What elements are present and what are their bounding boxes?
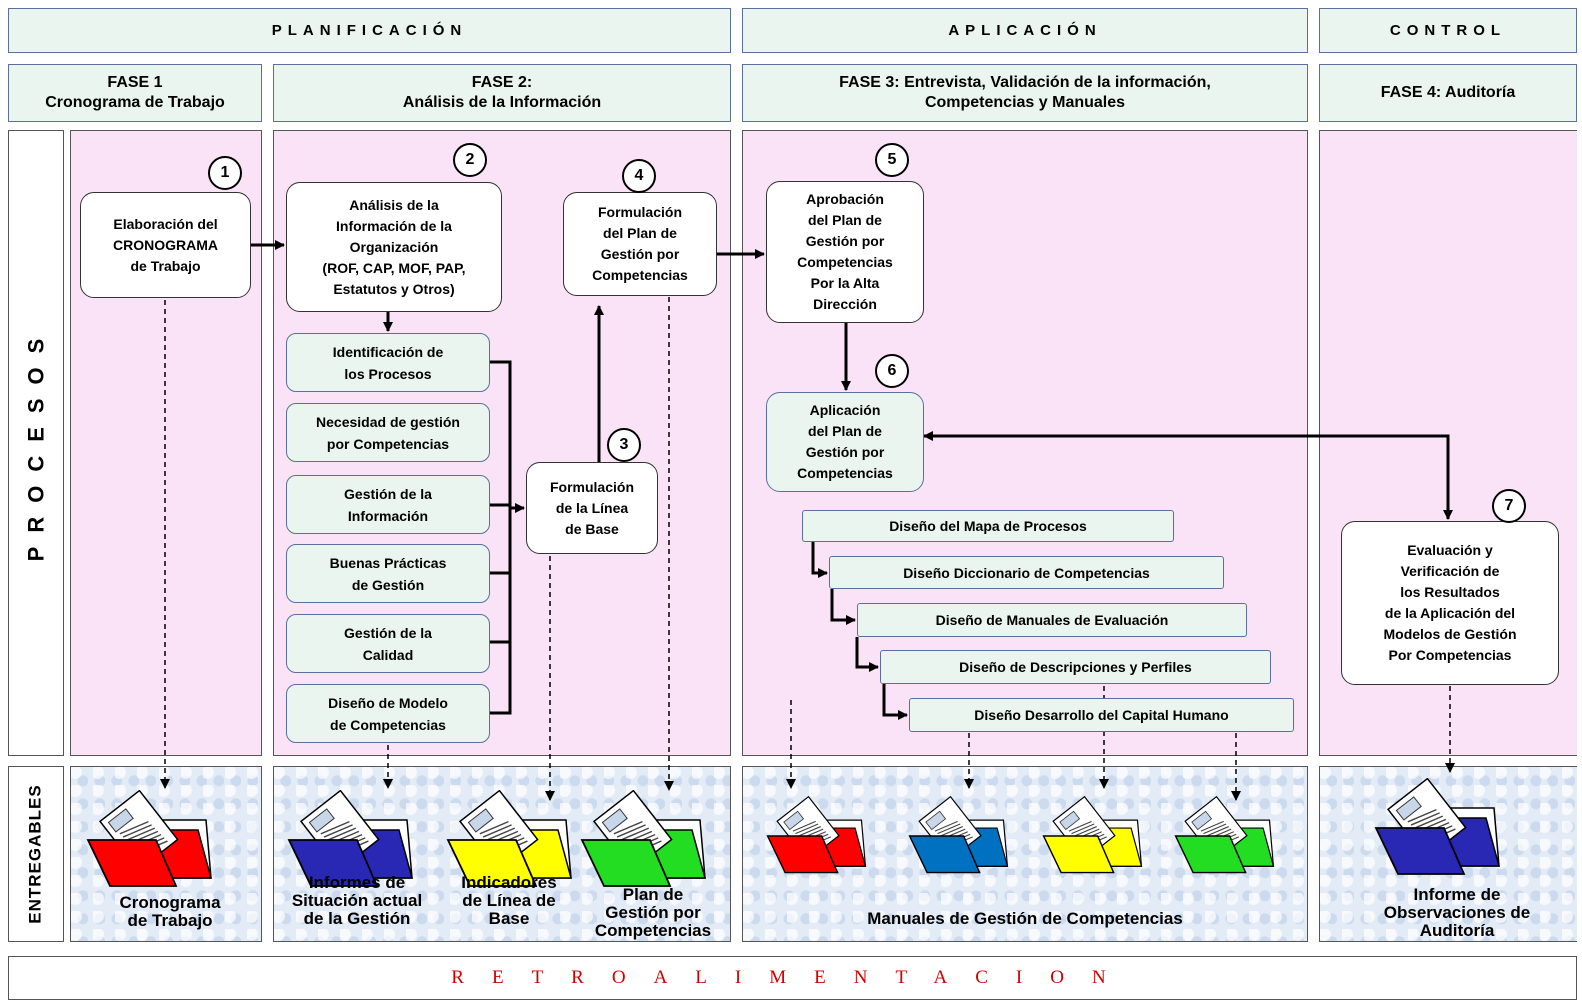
folder-manual-2-icon [908, 795, 1009, 874]
design-item-diccionario: Diseño Diccionario de Competencias [829, 556, 1224, 589]
stage-planificacion: PLANIFICACIÓN [8, 8, 731, 53]
bracket-analysis-items [490, 360, 512, 715]
folder-manual-4-icon [1174, 795, 1275, 874]
deliverable-label-plan: Plan de Gestión por Competencias [594, 885, 712, 940]
folder-manual-1-icon [766, 795, 867, 874]
step-number-5: 5 [875, 143, 909, 177]
folder-indicadores-icon [446, 790, 572, 887]
analysis-item-procesos: Identificación de los Procesos [286, 333, 490, 392]
process-box-cronograma: Elaboración del CRONOGRAMA de Trabajo [80, 192, 251, 298]
step-number-3: 3 [607, 428, 641, 462]
phase-3-header: FASE 3: Entrevista, Validación de la inf… [742, 64, 1308, 122]
process-box-analisis: Análisis de la Información de la Organiz… [286, 182, 502, 312]
deliverable-label-cronograma: Cronograma de Trabajo [119, 893, 221, 930]
deliverable-label-informes: Informes de Situación actual de la Gesti… [291, 873, 423, 928]
process-box-aprobacion: Aprobación del Plan de Gestión por Compe… [766, 181, 924, 323]
folder-plan-icon [580, 790, 706, 887]
phase-2-header: FASE 2: Análisis de la Información [273, 64, 731, 122]
connector-design-2 [830, 589, 856, 625]
folder-auditoria-icon [1374, 778, 1500, 875]
step-number-7: 7 [1492, 489, 1526, 523]
arrow-evaluacion-aplicacion [923, 431, 1453, 520]
retroalimentacion-bar: RETROALIMENTACION [8, 956, 1577, 1000]
step-number-1: 1 [208, 156, 242, 190]
analysis-item-buenas-practicas: Buenas Prácticas de Gestión [286, 544, 490, 603]
step-number-6: 6 [875, 354, 909, 388]
folder-cronograma-icon [86, 790, 212, 887]
deliverable-label-manuales: Manuales de Gestión de Competencias [867, 909, 1183, 928]
step-number-2: 2 [453, 143, 487, 177]
analysis-item-modelo: Diseño de Modelo de Competencias [286, 684, 490, 743]
folder-manual-3-icon [1042, 795, 1143, 874]
design-item-mapa: Diseño del Mapa de Procesos [802, 510, 1174, 542]
folder-informes-icon [287, 790, 413, 887]
design-item-capital-humano: Diseño Desarrollo del Capital Humano [909, 698, 1294, 732]
stage-control: CONTROL [1319, 8, 1577, 53]
analysis-item-necesidad: Necesidad de gestión por Competencias [286, 403, 490, 462]
connector-design-3 [855, 637, 879, 672]
design-item-manuales: Diseño de Manuales de Evaluación [857, 603, 1247, 637]
process-box-formulacion-linea: Formulación de la Línea de Base [526, 462, 658, 554]
step-number-4: 4 [622, 159, 656, 193]
phase-4-header: FASE 4: Auditoría [1319, 64, 1577, 122]
process-box-aplicacion: Aplicación del Plan de Gestión por Compe… [766, 392, 924, 492]
phase-1-header: FASE 1 Cronograma de Trabajo [8, 64, 262, 122]
process-box-formulacion-plan: Formulación del Plan de Gestión por Comp… [563, 192, 717, 296]
connector-design-4 [882, 684, 908, 720]
deliverable-label-auditoria: Informe de Observaciones de Auditoría [1383, 885, 1531, 940]
analysis-item-calidad: Gestión de la Calidad [286, 614, 490, 673]
stage-aplicacion: APLICACIÓN [742, 8, 1308, 53]
analysis-item-informacion: Gestión de la Información [286, 475, 490, 534]
procesos-side-box [8, 130, 64, 756]
deliverable-label-indicadores: Indicadores de Línea de Base [461, 873, 557, 928]
entregables-side-box [8, 766, 64, 942]
connector-design-1 [811, 542, 828, 578]
design-item-descripciones: Diseño de Descripciones y Perfiles [880, 650, 1271, 684]
process-box-evaluacion: Evaluación y Verificación de los Resulta… [1341, 521, 1559, 685]
